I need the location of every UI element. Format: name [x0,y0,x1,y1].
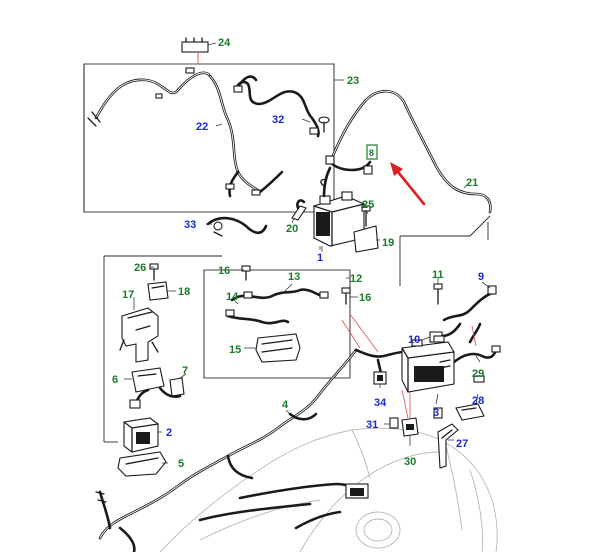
battery-tray-19 [353,225,380,253]
callout-3: 3 [433,407,439,419]
leader-lines [133,52,491,464]
callout-32: 32 [272,114,284,126]
cable-9 [442,285,497,322]
battery-cable-21 [325,89,492,214]
callout-30: 30 [404,456,416,468]
red-arrow-indicator [390,162,426,206]
callout-11: 11 [432,269,444,281]
vehicle-outline [159,427,498,552]
bolt-25 [361,205,371,227]
callout-25: 25 [362,199,374,211]
bolt-16-kit [241,265,251,281]
clamp-20 [291,199,307,221]
callout-24: 24 [218,37,231,49]
harness-13 [225,288,329,325]
callout-1: 1 [317,252,323,264]
callout-8: 8 [369,148,374,158]
grommet-33 [206,216,268,237]
battery-3 [401,335,455,393]
connector-24 [181,37,217,64]
callout-7: 7 [182,365,188,377]
callout-27: 27 [456,438,468,450]
callout-34: 34 [374,397,387,409]
cable-4-connector [129,388,150,409]
callout-17: 17 [122,289,134,301]
bolt-26 [149,263,159,281]
connector-8 [366,144,378,160]
bracket-17 [119,307,159,363]
battery-2 [123,417,162,453]
callout-16-top: 16 [218,265,230,277]
callout-12: 12 [350,273,362,285]
callout-21: 21 [466,177,478,189]
callout-22: 22 [196,121,208,133]
callout-4: 4 [282,399,289,411]
callout-23: 23 [347,75,359,87]
fuse-box-15 [244,333,301,363]
bolt-16-outer [341,287,351,305]
callout-labels: 24 23 22 32 8 21 33 20 25 19 1 26 16 13 … [112,37,484,470]
module-30 [401,389,419,437]
callout-18: 18 [178,286,190,298]
tray-5 [117,451,167,477]
callout-20: 20 [286,223,298,235]
bolt-11 [433,283,443,305]
callout-33: 33 [184,219,196,231]
harness-4 [95,348,369,552]
harness-22 [87,67,284,198]
callout-31: 31 [366,419,378,431]
kit-frame-12 [203,269,351,379]
callout-28: 28 [472,395,484,407]
callout-29: 29 [472,368,484,380]
harness-32 [233,75,320,138]
module-6 [124,367,165,393]
callout-9: 9 [478,271,484,283]
kit-frame-left-battery [103,255,222,443]
harness-29 [452,322,501,364]
clip-34 [373,371,387,385]
callout-10: 10 [408,334,420,346]
small-clip-right [433,375,485,419]
callout-6: 6 [112,374,118,386]
callout-16-right: 16 [359,292,371,304]
bracket-7 [158,377,185,399]
kit-frame-right [399,215,491,286]
callout-14: 14 [226,291,239,303]
bracket-28 [455,403,485,421]
callout-5: 5 [178,458,184,470]
callout-15: 15 [229,344,241,356]
callout-26: 26 [134,262,146,274]
callout-19: 19 [382,237,394,249]
terminal-nut [318,116,330,133]
bolt-31 [384,417,399,429]
bracket-18 [147,281,169,301]
bracket-27 [437,423,459,469]
callout-13: 13 [288,271,300,283]
callout-2: 2 [166,427,172,439]
